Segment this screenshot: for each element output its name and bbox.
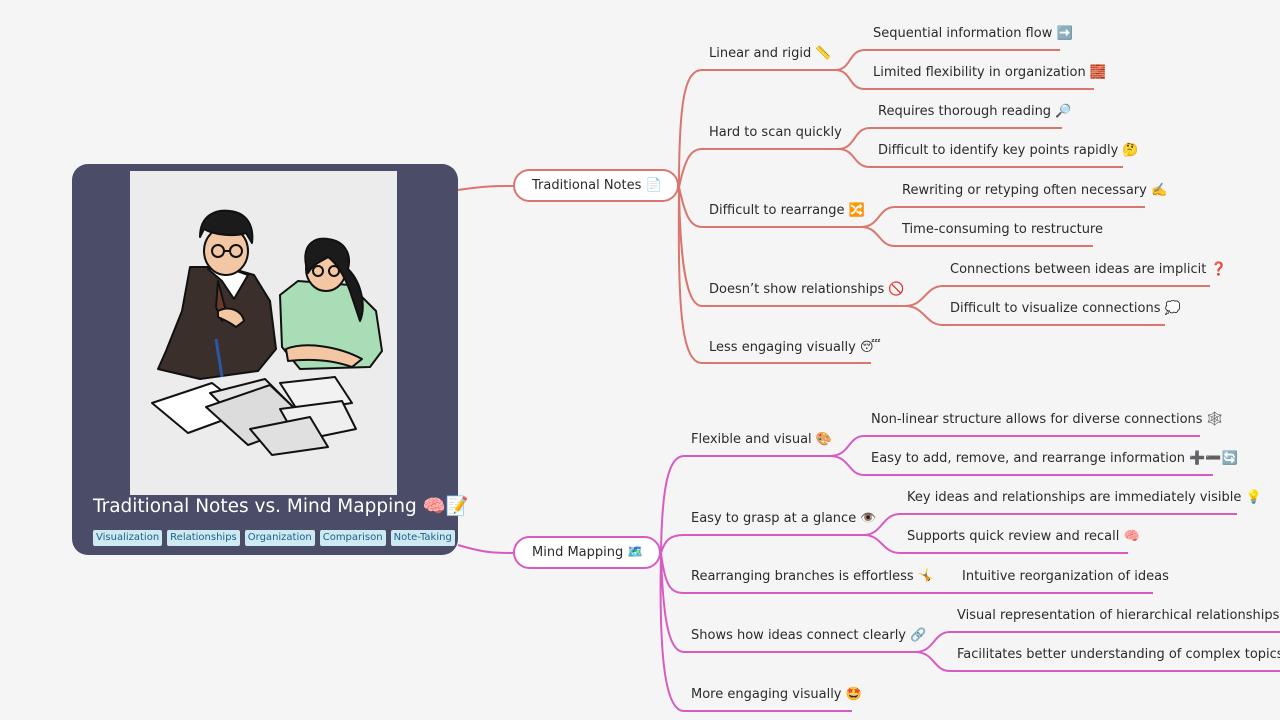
node-intuitive-reorganization[interactable]: Intuitive reorganization of ideas — [962, 569, 1169, 584]
root-topic-title: Traditional Notes vs. Mind Mapping 🧠📝 — [93, 496, 469, 517]
node-rearranging-effortless[interactable]: Rearranging branches is effortless 🤸 — [691, 569, 935, 584]
node-non-linear-structure[interactable]: Non-linear structure allows for diverse … — [871, 412, 1223, 427]
tag-visualization[interactable]: Visualization — [93, 530, 163, 546]
tag-comparison[interactable]: Comparison — [319, 530, 386, 546]
node-ideas-connect[interactable]: Shows how ideas connect clearly 🔗 — [691, 628, 927, 643]
tag-note-taking[interactable]: Note-Taking — [390, 530, 455, 546]
tag-relationships[interactable]: Relationships — [167, 530, 240, 546]
branch-mind-mapping[interactable]: Mind Mapping 🗺️ — [513, 536, 661, 569]
node-thorough-reading[interactable]: Requires thorough reading 🔎 — [878, 104, 1072, 119]
node-hard-to-scan[interactable]: Hard to scan quickly — [709, 125, 842, 140]
node-difficult-to-rearrange[interactable]: Difficult to rearrange 🔀 — [709, 203, 865, 218]
node-no-relationships[interactable]: Doesn’t show relationships 🚫 — [709, 282, 905, 297]
node-linear-and-rigid[interactable]: Linear and rigid 📏 — [709, 46, 832, 61]
node-time-consuming[interactable]: Time-consuming to restructure — [902, 222, 1103, 237]
branch-traditional-notes[interactable]: Traditional Notes 📄 — [513, 169, 679, 202]
root-tag-list: Visualization Relationships Organization… — [93, 530, 455, 546]
node-less-engaging[interactable]: Less engaging visually 😴 — [709, 340, 881, 355]
node-flexible-and-visual[interactable]: Flexible and visual 🎨 — [691, 432, 832, 447]
node-visualize-connections[interactable]: Difficult to visualize connections 💭 — [950, 301, 1181, 316]
node-limited-flexibility[interactable]: Limited flexibility in organization 🧱 — [873, 65, 1107, 80]
node-more-engaging[interactable]: More engaging visually 🤩 — [691, 687, 862, 702]
node-quick-review[interactable]: Supports quick review and recall 🧠 — [907, 529, 1140, 544]
node-identify-key-points[interactable]: Difficult to identify key points rapidly… — [878, 143, 1139, 158]
node-better-understanding[interactable]: Facilitates better understanding of comp… — [957, 647, 1280, 662]
node-rewriting-necessary[interactable]: Rewriting or retyping often necessary ✍️ — [902, 183, 1168, 198]
illustration-students-studying — [130, 171, 397, 495]
node-key-ideas-visible[interactable]: Key ideas and relationships are immediat… — [907, 490, 1262, 505]
node-connections-implicit[interactable]: Connections between ideas are implicit ❓ — [950, 262, 1227, 277]
node-sequential-flow[interactable]: Sequential information flow ➡️ — [873, 26, 1073, 41]
root-topic-card[interactable]: Traditional Notes vs. Mind Mapping 🧠📝 Vi… — [72, 164, 469, 555]
tag-organization[interactable]: Organization — [244, 530, 315, 546]
node-easy-add-remove[interactable]: Easy to add, remove, and rearrange infor… — [871, 451, 1238, 466]
node-hierarchical-relationships[interactable]: Visual representation of hierarchical re… — [957, 608, 1280, 623]
node-easy-to-grasp[interactable]: Easy to grasp at a glance 👁️ — [691, 511, 877, 526]
